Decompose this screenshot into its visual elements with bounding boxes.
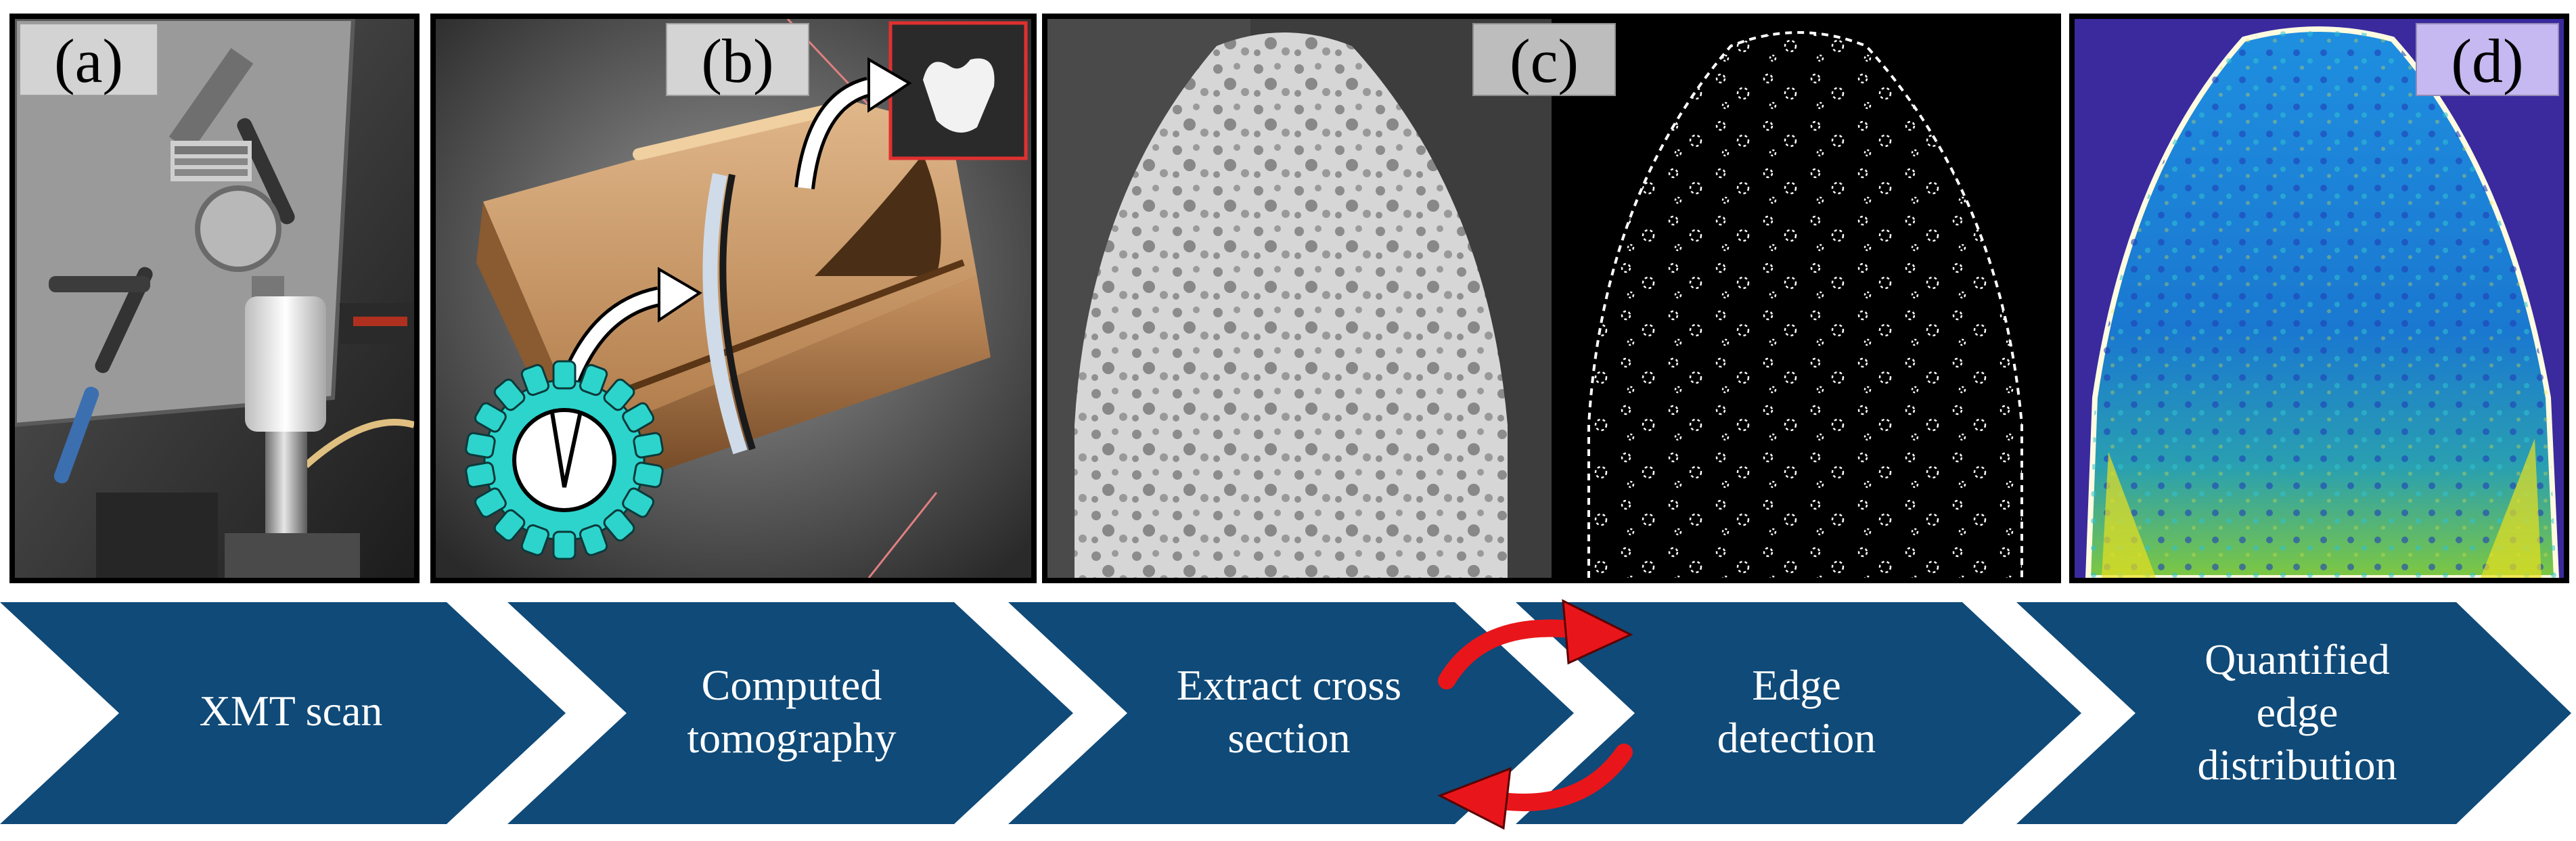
chevron-quantified-edge-distribution <box>2016 602 2571 824</box>
chevron-computed-tomography <box>507 602 1073 824</box>
red-arrowhead-forward-icon <box>1562 599 1633 665</box>
gear-tooth <box>474 402 507 433</box>
gear-tooth <box>622 487 655 518</box>
gear-tooth <box>465 432 496 459</box>
chevron-xmt-scan <box>0 602 566 824</box>
chevron-edge-detection <box>1516 602 2081 824</box>
gear-tooth <box>633 432 664 459</box>
gear-tooth <box>465 461 496 488</box>
gear-tooth <box>493 378 526 411</box>
gear-tooth <box>552 360 577 390</box>
step-label-xmt-scan: XMT scan <box>199 687 383 735</box>
red-curved-arrow-forward-icon <box>1438 619 1579 689</box>
panel-b-ct-render: (b) <box>430 14 1037 583</box>
gear-tooth <box>622 402 655 433</box>
panel-c-cross-section: (c) <box>1042 14 2061 583</box>
step-label-extract-cross-section: Extract cross section <box>1176 661 1402 762</box>
step-label-computed-tomography: Computed tomography <box>687 661 897 762</box>
workflow-steps: XMT scan Computed tomography Extract cro… <box>0 594 2576 832</box>
gear-tooth <box>633 461 664 488</box>
gear-tooth <box>603 509 635 542</box>
panel-a-xmt-photo: (a) <box>9 14 420 583</box>
ct-volume-illustration <box>436 19 1031 578</box>
panel-b-tag: (b) <box>666 23 809 96</box>
panel-a-tag: (a) <box>19 23 158 96</box>
gear-tooth <box>603 378 635 411</box>
red-curved-arrow-back-icon <box>1493 744 1633 811</box>
panel-d-tag: (d) <box>2416 23 2559 96</box>
gear-tooth <box>474 487 507 518</box>
gear-tooth <box>579 524 608 556</box>
xmt-stage-illustration <box>15 19 414 578</box>
panel-c-tag: (c) <box>1472 23 1616 96</box>
workflow-chevrons <box>0 599 2571 830</box>
edge-heatmap-illustration <box>2075 19 2564 578</box>
gear-tooth <box>552 530 577 560</box>
red-arrowhead-back-icon <box>1437 767 1512 830</box>
gear-tooth <box>579 364 608 396</box>
step-label-quantified-edge-distribution: Quantified edge distribution <box>2197 635 2397 789</box>
gear-tooth <box>493 509 526 542</box>
step-label-edge-detection: Edge detection <box>1717 661 1876 762</box>
chevron-extract-cross-section <box>1008 602 1574 824</box>
cycle-arrows <box>1437 599 1633 830</box>
gear-tooth <box>520 524 550 556</box>
cross-section-illustration <box>1047 19 2056 578</box>
panel-d-edge-heatmap: (d) <box>2069 14 2569 583</box>
gear-tooth <box>520 364 550 396</box>
